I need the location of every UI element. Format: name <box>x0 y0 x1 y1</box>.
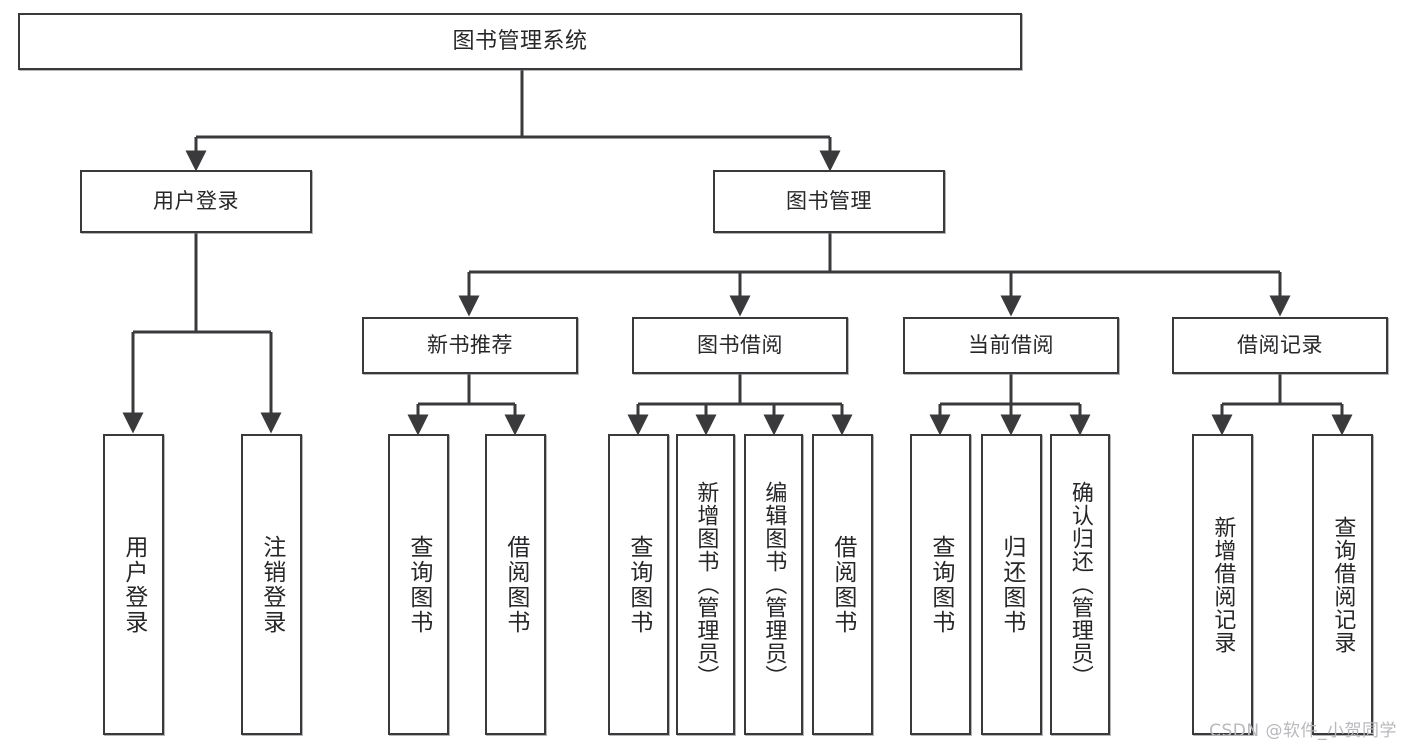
node-label: 查询借阅记录 <box>1330 515 1356 654</box>
node-leaf-query-book-rec[interactable]: 查询图书 <box>388 434 449 735</box>
node-label: 借阅图书 <box>502 534 529 635</box>
node-label: 用户登录 <box>120 534 147 635</box>
node-current-borrow[interactable]: 当前借阅 <box>903 317 1119 374</box>
node-leaf-add-borrow-record[interactable]: 新增借阅记录 <box>1192 434 1253 735</box>
node-leaf-edit-book-admin[interactable]: 编辑图书（管理员） <box>744 434 803 735</box>
node-leaf-borrow-book-rec[interactable]: 借阅图书 <box>485 434 546 735</box>
node-leaf-borrow-book[interactable]: 借阅图书 <box>812 434 873 735</box>
node-new-book-recommend[interactable]: 新书推荐 <box>362 317 578 374</box>
node-leaf-query-borrow-record[interactable]: 查询借阅记录 <box>1312 434 1373 735</box>
node-label: 借阅记录 <box>1237 333 1323 358</box>
node-leaf-user-logout[interactable]: 注销登录 <box>241 434 302 735</box>
node-leaf-user-login[interactable]: 用户登录 <box>103 434 164 735</box>
node-label: 图书借阅 <box>697 333 783 358</box>
node-leaf-confirm-return-admin[interactable]: 确认归还（管理员） <box>1050 434 1110 735</box>
node-label: 查询图书 <box>405 534 432 635</box>
node-label: 图书管理 <box>786 189 872 214</box>
node-label: 新书推荐 <box>427 333 513 358</box>
node-label: 新增图书（管理员） <box>693 481 719 688</box>
node-label: 用户登录 <box>153 189 239 214</box>
node-leaf-query-book-borrow[interactable]: 查询图书 <box>608 434 669 735</box>
node-book-manage[interactable]: 图书管理 <box>713 170 945 233</box>
node-book-borrow[interactable]: 图书借阅 <box>632 317 848 374</box>
node-label: 查询图书 <box>927 534 954 635</box>
csdn-watermark: CSDN @软件_小贺同学 <box>1209 721 1397 741</box>
node-label: 确认归还（管理员） <box>1067 481 1093 688</box>
node-label: 查询图书 <box>625 534 652 635</box>
node-leaf-add-book-admin[interactable]: 新增图书（管理员） <box>676 434 735 735</box>
node-label: 借阅图书 <box>829 534 856 635</box>
node-label: 图书管理系统 <box>452 28 588 54</box>
node-label: 当前借阅 <box>968 333 1054 358</box>
node-root-system[interactable]: 图书管理系统 <box>18 13 1022 70</box>
node-label: 注销登录 <box>258 534 285 635</box>
node-borrow-record[interactable]: 借阅记录 <box>1172 317 1388 374</box>
node-leaf-return-book[interactable]: 归还图书 <box>981 434 1042 735</box>
node-label: 编辑图书（管理员） <box>761 481 787 688</box>
node-label: 归还图书 <box>998 534 1025 635</box>
node-label: 新增借阅记录 <box>1210 515 1236 654</box>
node-leaf-query-book-current[interactable]: 查询图书 <box>910 434 971 735</box>
node-user-login[interactable]: 用户登录 <box>80 170 312 233</box>
